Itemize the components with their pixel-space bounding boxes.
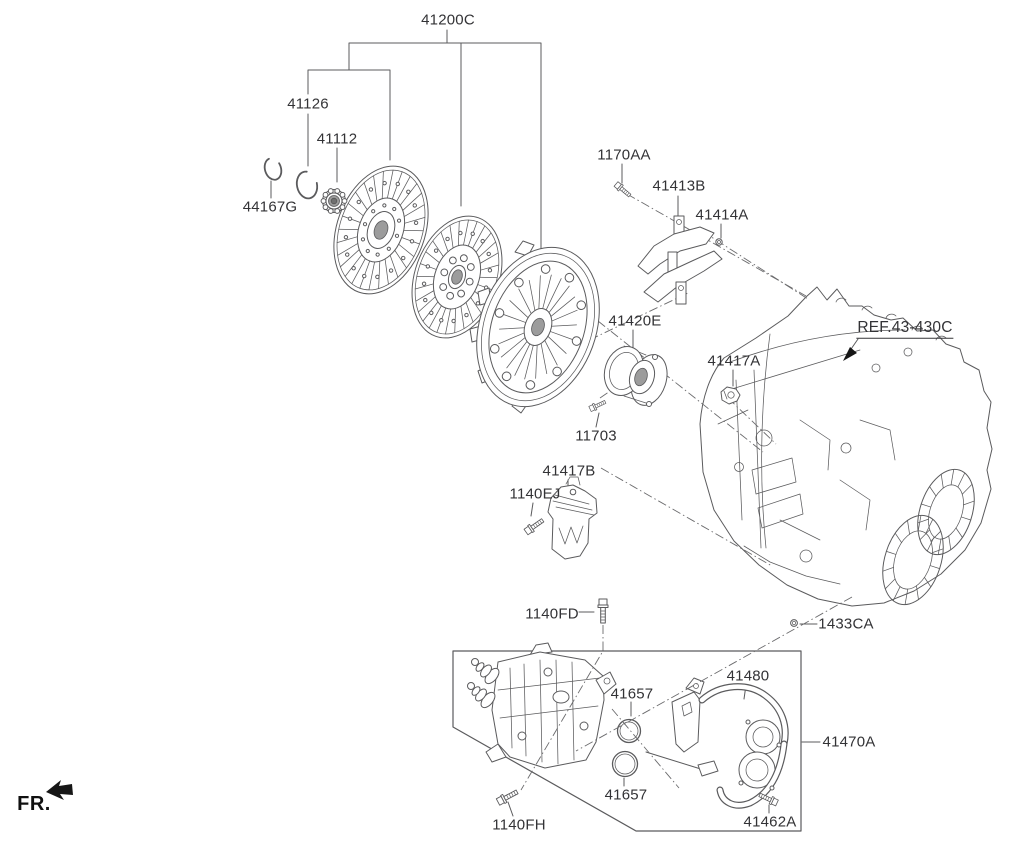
clutch-disc-1 bbox=[333, 165, 429, 295]
retainer-clip-41126 bbox=[295, 170, 319, 200]
fr-direction-arrow-icon bbox=[46, 780, 73, 800]
part-label-11703: 11703 bbox=[575, 427, 617, 445]
part-label-41462a: 41462A bbox=[743, 813, 797, 831]
part-label-1140fd: 1140FD bbox=[525, 605, 579, 623]
part-label-41480: 41480 bbox=[726, 667, 770, 685]
hose-assembly-41480 bbox=[671, 677, 789, 809]
bolt-1140fd bbox=[597, 598, 609, 624]
part-label-1140ej: 1140EJ bbox=[509, 485, 561, 503]
bolt-1140fh bbox=[495, 787, 520, 807]
clutch-disc-2 bbox=[411, 215, 503, 339]
oring-41657-upper bbox=[616, 718, 642, 744]
part-label-41200c: 41200C bbox=[421, 11, 475, 29]
axis-lines-lower bbox=[520, 596, 853, 791]
part-label-41417b: 41417B bbox=[542, 462, 596, 480]
part-label-41420e: 41420E bbox=[608, 312, 662, 330]
release-fork-41413b bbox=[637, 215, 723, 305]
part-label-41657-upper: 41657 bbox=[610, 685, 654, 703]
ref-callout-label: REF.43-430C bbox=[856, 320, 954, 339]
bracket-41417b bbox=[547, 476, 598, 560]
part-label-41112: 41112 bbox=[316, 130, 358, 148]
part-label-41417a: 41417A bbox=[707, 352, 761, 370]
actuator-boot-2 bbox=[467, 682, 496, 709]
nut-41414a bbox=[715, 238, 723, 246]
part-label-41470a: 41470A bbox=[822, 733, 876, 751]
actuator-assembly bbox=[467, 642, 719, 777]
snap-ring-44167g bbox=[263, 157, 283, 181]
actuator-boot-1 bbox=[471, 658, 500, 685]
part-label-41414a: 41414A bbox=[695, 206, 749, 224]
ref-callout-arrow bbox=[843, 338, 859, 361]
part-label-41126: 41126 bbox=[287, 95, 329, 113]
assembly-box-41470a bbox=[452, 650, 802, 832]
part-label-1170aa: 1170AA bbox=[597, 146, 651, 164]
transaxle-housing bbox=[699, 286, 993, 607]
part-label-1140fh: 1140FH bbox=[492, 816, 546, 834]
fr-label: FR. bbox=[17, 793, 51, 815]
part-label-1433ca: 1433CA bbox=[818, 615, 874, 633]
part-label-44167g: 44167G bbox=[242, 198, 298, 216]
hub-gear-41112 bbox=[320, 188, 348, 214]
pin-1433ca bbox=[790, 619, 798, 627]
part-label-41413b: 41413B bbox=[652, 177, 706, 195]
clutch-cover bbox=[469, 240, 600, 414]
release-bearing-41420e bbox=[603, 345, 668, 407]
oring-41657-lower bbox=[611, 750, 639, 778]
bolt-1140ej bbox=[523, 516, 546, 536]
leader-lines bbox=[270, 29, 821, 817]
bolt-1170aa bbox=[613, 180, 633, 199]
part-label-41657-lower: 41657 bbox=[604, 786, 648, 804]
bolt-11703 bbox=[588, 398, 608, 413]
sensor-41417a bbox=[720, 386, 741, 405]
